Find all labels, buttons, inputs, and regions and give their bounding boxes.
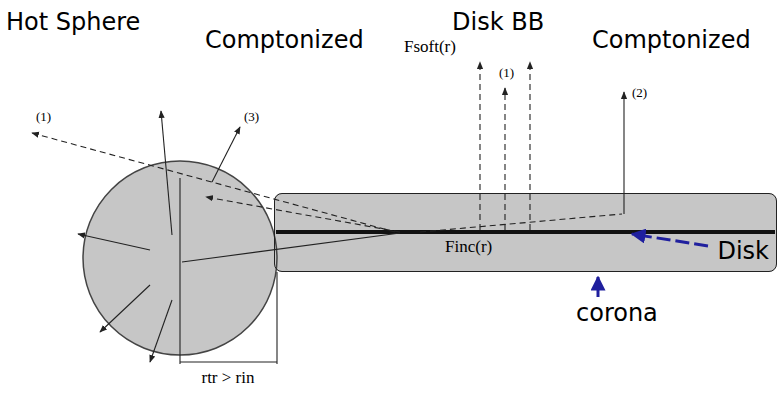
callout-number: (3): [244, 110, 259, 123]
part-label: corona: [576, 301, 658, 325]
region-heading: Hot Sphere: [6, 10, 140, 34]
region-heading: Comptonized: [592, 28, 751, 52]
callout-number: (1): [499, 66, 514, 79]
photon-rays: [32, 62, 624, 362]
callout-number: (1): [36, 110, 51, 123]
corona-fill: [274, 193, 777, 272]
part-label: Disk: [717, 239, 769, 263]
callout-number: (2): [632, 86, 647, 99]
corona-box: Finc(r): [274, 193, 777, 272]
region-heading: Disk BB: [452, 10, 544, 34]
radius-bracket: [180, 178, 277, 364]
thin-disk: [276, 230, 775, 234]
flux-label: Finc(r): [445, 238, 492, 255]
dimension-label: rtr > rin: [201, 369, 254, 386]
flux-label: Fsoft(r): [404, 38, 456, 55]
region-heading: Comptonized: [205, 28, 364, 52]
pointer-arrows: [598, 234, 708, 297]
